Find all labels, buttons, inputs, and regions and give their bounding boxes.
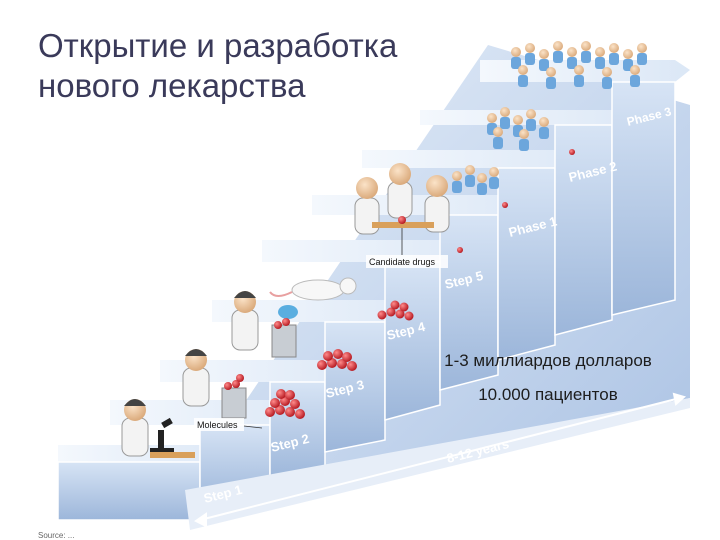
microscope-icon <box>150 417 174 453</box>
beaker-icon <box>221 387 247 419</box>
title-line-2: нового лекарства <box>38 67 306 104</box>
riser-step-1 <box>57 461 201 521</box>
riser-phase-3 <box>554 124 613 336</box>
staircase-risers <box>57 81 676 521</box>
bottom-tread <box>185 398 690 530</box>
tread-4 <box>212 300 432 322</box>
molecule-pile-beaker <box>224 318 290 390</box>
tread-7 <box>362 150 600 168</box>
slide-title: Открытие и разработка нового лекарства <box>38 26 478 106</box>
riser-top <box>611 81 676 316</box>
patient-group-phase-3 <box>511 41 647 89</box>
riser-phase-2 <box>497 167 556 361</box>
candidate-drug-icon <box>398 216 406 224</box>
molecule-pile-large <box>265 389 305 419</box>
scientist-icon <box>182 349 210 407</box>
table-icon <box>372 222 434 228</box>
patients-note: 10.000 пациентов <box>478 385 618 404</box>
timeline-arrow <box>194 392 687 528</box>
molecule-piles <box>224 149 575 419</box>
bench-icon <box>150 452 195 458</box>
source-footnote: Source: ... <box>38 531 75 540</box>
riser-phase-1 <box>439 214 499 391</box>
lab-rat-icon <box>269 277 357 301</box>
candidate-drugs-label: Candidate drugs <box>369 257 436 267</box>
molecule-pile-medium <box>317 349 357 371</box>
tread-8 <box>420 110 655 125</box>
molecule-pile-small <box>377 300 414 321</box>
tread-2 <box>110 400 315 425</box>
molecules-label: Molecules <box>197 420 238 430</box>
callout-labels: Molecules Candidate drugs <box>194 228 448 431</box>
scientist-icon <box>231 291 259 351</box>
patient-group-phase-1 <box>452 165 499 195</box>
beaker-icon <box>271 324 297 358</box>
cost-note: 1-3 миллиардов долларов <box>444 351 652 370</box>
title-line-1: Открытие и разработка <box>38 27 398 64</box>
beaker-lid-icon <box>278 305 298 319</box>
patient-group-phase-2 <box>487 107 549 151</box>
scientist-icon <box>121 399 149 457</box>
